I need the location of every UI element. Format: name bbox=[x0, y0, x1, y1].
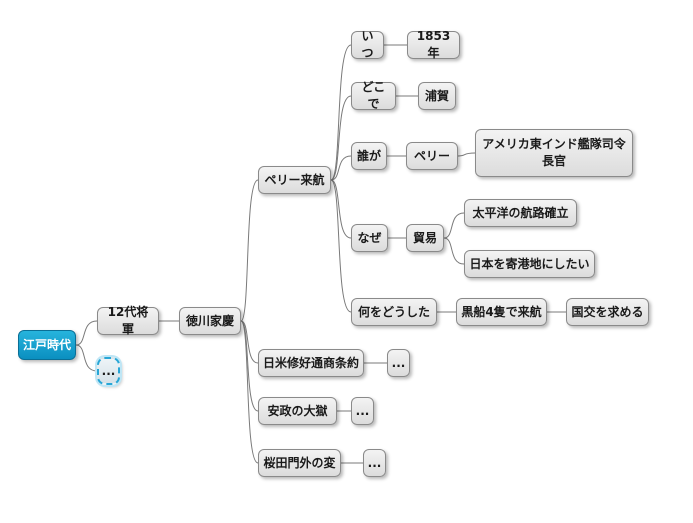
link-perry-arrival-when bbox=[330, 44, 352, 181]
link-perry-arrival-what bbox=[330, 179, 352, 313]
node-root[interactable]: 江戸時代 bbox=[18, 330, 76, 360]
node-shogun[interactable]: 12代将軍 bbox=[97, 305, 159, 336]
node-port[interactable]: 日本を寄港地にしたい bbox=[464, 250, 595, 278]
node-sakurada-more[interactable]: ... bbox=[363, 449, 386, 477]
link-perry-arrival-who bbox=[330, 155, 352, 181]
link-ieyoshi-ansei bbox=[240, 320, 259, 412]
node-where[interactable]: どこで bbox=[351, 80, 396, 111]
link-perry-arrival-why bbox=[330, 179, 352, 239]
node-perry-arrival[interactable]: ペリー来航 bbox=[258, 166, 331, 194]
link-trade-pacific bbox=[443, 212, 465, 239]
link-perry-commander bbox=[457, 152, 476, 157]
node-treaty[interactable]: 日米修好通商条約 bbox=[258, 349, 364, 377]
node-ansei-more[interactable]: ... bbox=[351, 397, 374, 425]
node-uraga[interactable]: 浦賀 bbox=[418, 82, 456, 110]
node-why[interactable]: なぜ bbox=[351, 224, 388, 252]
node-trade[interactable]: 貿易 bbox=[406, 224, 444, 252]
link-trade-port bbox=[443, 237, 465, 265]
link-ieyoshi-sakurada bbox=[240, 320, 259, 464]
node-who[interactable]: 誰が bbox=[351, 142, 387, 170]
node-perry[interactable]: ペリー bbox=[406, 142, 458, 170]
node-sakurada[interactable]: 桜田門外の変 bbox=[258, 449, 341, 477]
node-treaty-more[interactable]: ... bbox=[387, 349, 410, 377]
node-what[interactable]: 何をどうした bbox=[351, 298, 437, 326]
node-pacific[interactable]: 太平洋の航路確立 bbox=[464, 199, 577, 227]
node-ansei[interactable]: 安政の大獄 bbox=[258, 397, 337, 425]
link-root-shogun bbox=[75, 320, 98, 346]
node-blackships[interactable]: 黒船4隻で来航 bbox=[456, 298, 547, 326]
node-when[interactable]: いつ bbox=[351, 29, 384, 60]
node-ieyoshi[interactable]: 徳川家慶 bbox=[179, 307, 241, 335]
node-demand[interactable]: 国交を求める bbox=[566, 298, 649, 326]
link-root-collapsed-branch bbox=[75, 344, 98, 372]
link-ieyoshi-perry-arrival bbox=[240, 179, 259, 322]
link-perry-arrival-where bbox=[330, 95, 352, 181]
node-collapsed-branch[interactable]: ... bbox=[97, 357, 120, 385]
node-year[interactable]: 1853年 bbox=[407, 29, 460, 60]
node-commander[interactable]: アメリカ東インド艦隊司令 長官 bbox=[475, 129, 633, 177]
